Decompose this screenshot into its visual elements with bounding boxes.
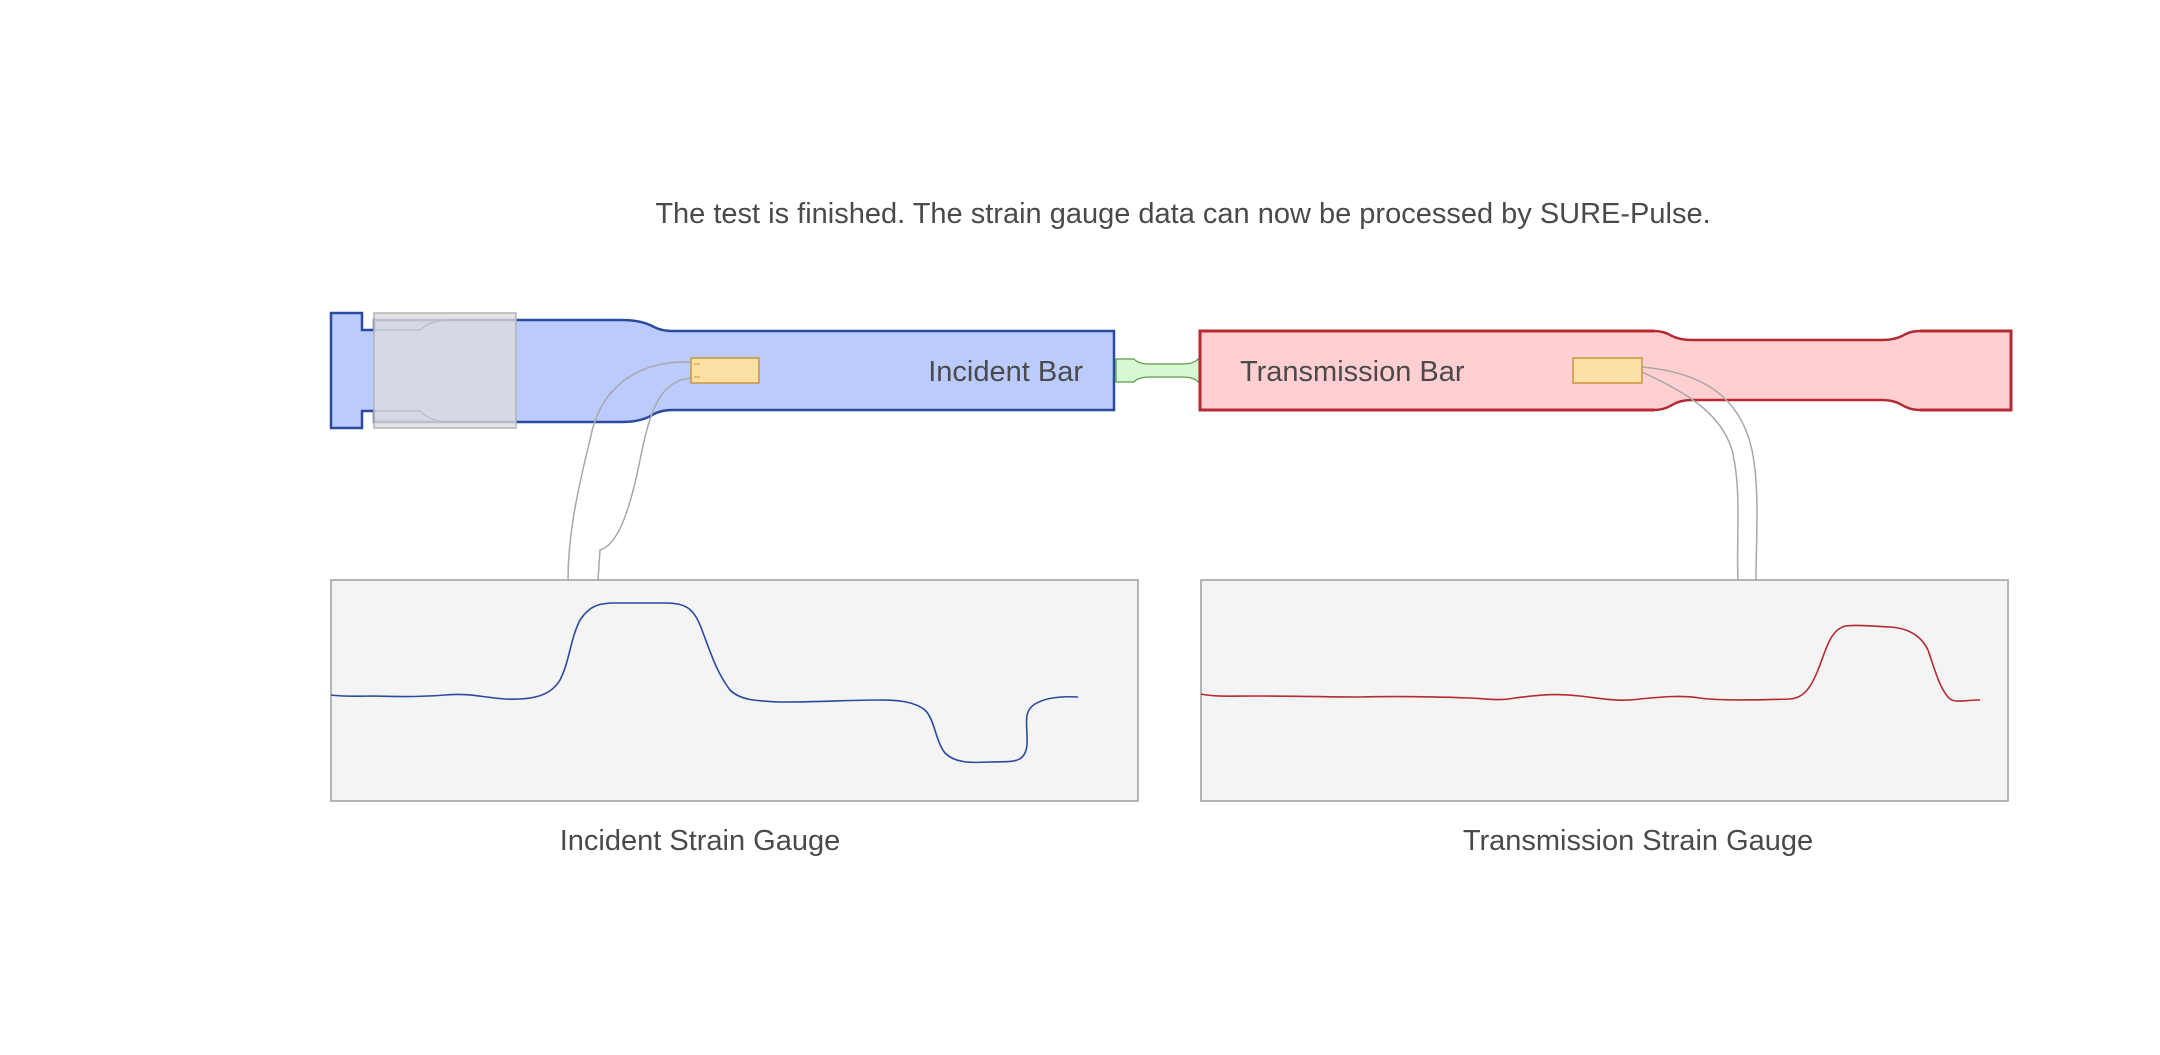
transmission-bar-label: Transmission Bar: [1240, 356, 1465, 388]
specimen: [1115, 358, 1200, 383]
striker-inner-profile: [374, 319, 516, 423]
incident-signal-panel: Incident Strain Gauge: [330, 579, 1139, 857]
incident-signal-label: Incident Strain Gauge: [560, 825, 841, 857]
status-message: The test is finished. The strain gauge d…: [655, 198, 1710, 230]
transmission-bar-rim: [1198, 329, 2013, 412]
transmission-signal-panel: Transmission Strain Gauge: [1200, 579, 2009, 857]
transmission-gauge-wires: [1641, 366, 1758, 581]
incident-strain-gauge: [690, 357, 760, 384]
incident-signal-trace: [330, 602, 1079, 764]
transmission-signal-trace: [1200, 624, 1981, 702]
incident-gauge-pads: [694, 363, 700, 378]
transmission-signal-box: [1200, 579, 2009, 802]
transmission-strain-gauge: [1572, 357, 1643, 384]
striker-housing-box: [373, 312, 517, 429]
striker-housing: [373, 312, 517, 429]
incident-gauge-wires: [567, 361, 693, 581]
incident-signal-box: [330, 579, 1139, 802]
incident-bar-label: Incident Bar: [928, 356, 1083, 388]
transmission-signal-label: Transmission Strain Gauge: [1463, 825, 1813, 857]
